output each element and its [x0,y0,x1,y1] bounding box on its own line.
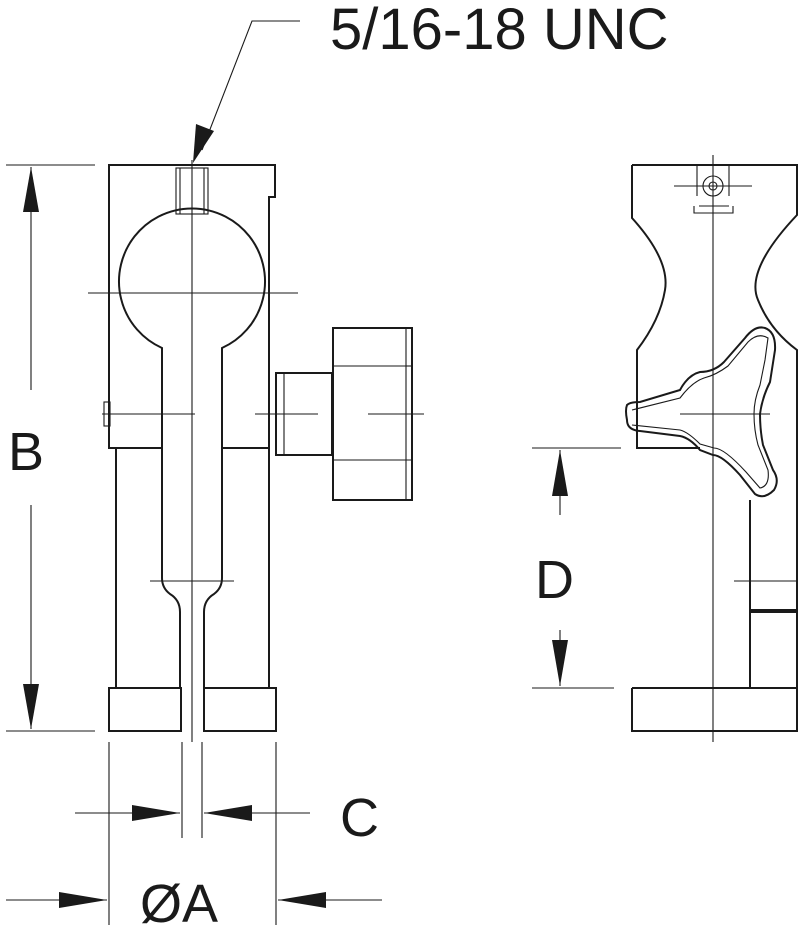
front-view [88,160,424,742]
front-left-pad [108,687,182,732]
dimension-c-label: C [340,788,379,848]
front-right-pad [203,687,277,732]
dimension-b-label: B [8,422,44,482]
side-view [625,155,798,742]
knob [332,327,413,501]
side-body-outline [631,164,798,689]
side-base [631,687,798,732]
dimension-a-label: ØA [140,874,218,929]
thread-leader-arrow [193,124,214,163]
thread-label: 5/16-18 UNC [330,0,668,62]
thread-leader [201,20,300,151]
dimension-d-label: D [535,550,574,610]
dimension-lines [6,20,621,925]
front-body-outline [108,164,276,689]
three-lobe-knob [625,326,778,498]
